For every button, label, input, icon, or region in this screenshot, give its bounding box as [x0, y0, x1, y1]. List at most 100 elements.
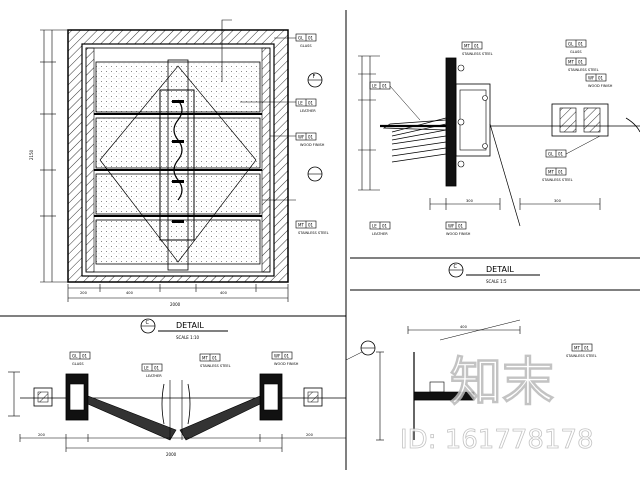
tag-label: LEATHER: [300, 109, 316, 113]
tag-code: MT: [298, 223, 304, 228]
watermark: 知末 ID: 161778178: [400, 353, 594, 456]
tag-glass-mid: GL 01: [545, 135, 601, 158]
dim-lower-overall: 2000: [166, 452, 177, 457]
tag-number: 01: [212, 356, 218, 361]
detail-scale: SCALE 1:10: [176, 335, 200, 340]
tag-glass-plan: GL 01 GLASS: [69, 351, 91, 366]
tag-label: GLASS: [72, 362, 84, 366]
tag-glass-01: GL 01 GLASS: [274, 33, 317, 48]
tag-code: GL: [548, 152, 554, 157]
tag-label: LEATHER: [146, 374, 162, 378]
detail-heading: DETAIL: [176, 321, 204, 330]
tag-code: WF: [588, 76, 595, 81]
tag-number: 01: [458, 224, 464, 229]
tag-glass-upper: GL 01 GLASS: [565, 39, 587, 54]
tag-number: 01: [578, 42, 584, 47]
tag-leather-upper: LE 01: [369, 81, 421, 121]
watermark-id: ID: 161778178: [400, 425, 594, 455]
plan-detail-lower: 2000 200 200: [8, 371, 347, 457]
section-detail-upper: 300 300: [358, 55, 640, 227]
marker-letter: F: [313, 74, 316, 80]
tag-number: 01: [598, 76, 604, 81]
tag-label: LEATHER: [372, 232, 388, 236]
tag-label: WOOD FINISH: [446, 232, 471, 236]
tag-label: GLASS: [300, 44, 312, 48]
tag-leather-01: LE 01 LEATHER: [240, 98, 317, 113]
tag-number: 01: [382, 84, 388, 89]
tag-code: GL: [568, 42, 574, 47]
tag-code: GL: [298, 36, 304, 41]
elevation-vertical-dims: [40, 29, 68, 283]
tag-stainless-steel-upper: MT 01 STAINLESS STEEL: [461, 41, 493, 56]
tag-number: 01: [584, 346, 590, 351]
tag-code: WF: [298, 135, 305, 140]
tag-wood-finish-01: WF 01 WOOD FINISH: [270, 132, 325, 147]
detail-title-lower: C DETAIL SCALE 1:10: [140, 318, 228, 340]
tag-code: MT: [464, 44, 470, 49]
tag-code: WF: [448, 224, 455, 229]
tag-code: GL: [72, 354, 78, 359]
tag-label: STAINLESS STEEL: [462, 52, 493, 56]
tag-number: 01: [308, 101, 314, 106]
tag-label: STAINLESS STEEL: [298, 231, 329, 235]
tag-leather-plan: LE 01 LEATHER: [141, 363, 163, 378]
marker-letter: C: [454, 264, 458, 270]
tag-stainless-steel-mid: MT 01 STAINLESS STEEL: [542, 167, 573, 182]
marker-letter: C: [146, 320, 150, 326]
tag-code: LE: [144, 366, 149, 371]
tag-code: LE: [372, 84, 377, 89]
detail-scale: SCALE 1:5: [486, 279, 507, 284]
tag-stainless-steel-plan: MT 01 STAINLESS STEEL: [199, 353, 231, 368]
tag-wood-finish-plan: WF 01 WOOD FINISH: [271, 351, 299, 366]
tag-number: 01: [308, 36, 314, 41]
dim-lower-2: 200: [306, 433, 314, 437]
tag-code: MT: [574, 346, 580, 351]
tag-code: LE: [298, 101, 303, 106]
dim-vertical-overall: 2150: [29, 149, 34, 160]
tag-code: WF: [274, 354, 281, 359]
tag-wood-finish-lower: WF 01 WOOD FINISH: [445, 221, 471, 236]
door-elevation: [67, 19, 289, 283]
tag-number: 01: [284, 354, 290, 359]
tag-wood-finish-upper: WF 01 WOOD FINISH: [585, 73, 613, 88]
tag-number: 01: [558, 170, 564, 175]
tag-number: 01: [154, 366, 160, 371]
tag-label: STAINLESS STEEL: [568, 68, 599, 72]
tag-label: WOOD FINISH: [300, 143, 325, 147]
dim-upper-1: 300: [466, 199, 474, 203]
tag-label: WOOD FINISH: [588, 84, 613, 88]
watermark-brand: 知末: [450, 353, 554, 413]
dim-lower-1: 200: [38, 433, 46, 437]
tag-number: 01: [382, 224, 388, 229]
tag-leather-lower: LE 01 LEATHER: [369, 221, 391, 236]
tag-stainless-steel-lower-right: MT 01 STAINLESS STEEL: [566, 343, 597, 358]
tag-number: 01: [558, 152, 564, 157]
tag-number: 01: [82, 354, 88, 359]
tag-stainless-steel-upper-right: MT 01 STAINLESS STEEL: [565, 57, 599, 72]
dim-overall-width: 2000: [170, 302, 181, 307]
sheet-dividers: [0, 10, 640, 470]
tag-code: MT: [202, 356, 208, 361]
dim-segment-2: 400: [126, 291, 134, 295]
detail-title-upper: C DETAIL SCALE 1:5: [448, 262, 540, 284]
detail-heading: DETAIL: [486, 265, 514, 274]
tag-label: STAINLESS STEEL: [566, 354, 597, 358]
tag-label: STAINLESS STEEL: [542, 178, 573, 182]
tag-number: 01: [474, 44, 480, 49]
section-marker-a: [307, 166, 323, 182]
tag-number: 01: [308, 223, 314, 228]
tag-code: LE: [372, 224, 377, 229]
dim-lower-right: 400: [460, 325, 468, 329]
dim-segment-1: 200: [80, 291, 88, 295]
section-marker-f: F: [307, 72, 323, 88]
dim-upper-2: 300: [554, 199, 562, 203]
dim-segment-3: 400: [220, 291, 228, 295]
tag-number: 01: [308, 135, 314, 140]
tag-label: STAINLESS STEEL: [200, 364, 231, 368]
tag-stainless-steel-01: MT 01 STAINLESS STEEL: [262, 199, 329, 235]
elevation-horizontal-dims: [67, 284, 289, 302]
tag-label: GLASS: [570, 50, 582, 54]
tag-code: MT: [548, 170, 554, 175]
section-detail-lower-right: 400: [376, 319, 521, 441]
